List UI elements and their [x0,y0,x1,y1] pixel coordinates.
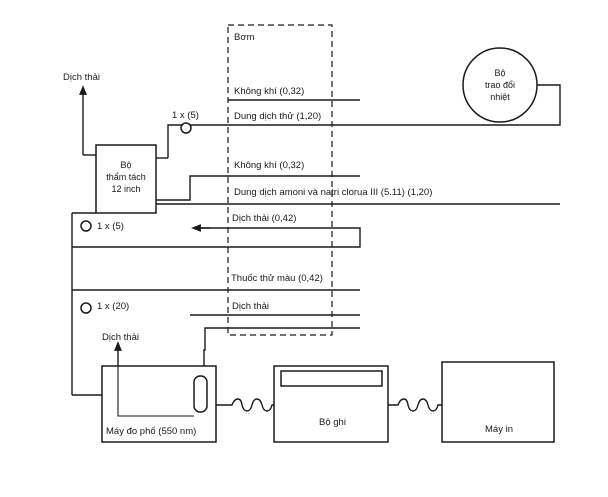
printer-box [441,361,555,443]
cable-coil-1 [216,398,275,412]
tube-label-2: Dung dịch thử (1,20) [234,111,321,122]
tube-line-2 [167,84,561,158]
tube-label-3: Không khí (0,32) [234,160,304,171]
pump-label: Bơm [234,32,255,43]
recorder-label: Bộ ghi [319,417,346,428]
flow-cell [193,375,208,413]
tube-label-5: Dịch thải (0,42) [232,213,296,224]
tube-label-7: Dịch thải [232,301,269,312]
waste-top-label: Dịch thải [63,72,100,83]
heat-exchanger-label-2: trao đổi [485,80,515,90]
dialyzer-label-2: thẩm tách [106,172,146,182]
waste-bottom-label: Dịch thải [102,332,139,343]
tube-label-1: Không khí (0,32) [234,86,304,97]
coil-icon-2 [80,220,92,232]
tube-line-5 [72,227,361,248]
heat-exchanger-label-1: Bộ [494,68,505,78]
cable-coil-2 [388,398,444,412]
printer-label: Máy in [485,424,513,435]
tube-line-4 [156,175,228,201]
pump-box [227,24,333,336]
dialyzer-box [95,144,157,214]
coil-label-3: 1 x (20) [97,301,129,312]
coil-icon-3 [80,302,92,314]
heat-exchanger-label-3: nhiệt [490,92,510,102]
internal-spectro-line [117,366,194,417]
dialyzer-label-1: Bộ [120,160,131,170]
coil-label-1: 1 x (5) [172,110,199,121]
tube-label-4: Dung dịch amoni và natri clorua III (5.1… [234,187,432,198]
tube-label-6: Thuốc thử màu (0,42) [231,273,323,284]
spectrophotometer-label: Máy đo phổ (550 nm) [106,426,196,437]
coil-icon-1 [180,122,192,134]
dialyzer-label-3: 12 inch [111,184,140,194]
tube-line-7b [203,327,360,370]
recorder-display [280,370,383,387]
coil-label-2: 1 x (5) [97,221,124,232]
